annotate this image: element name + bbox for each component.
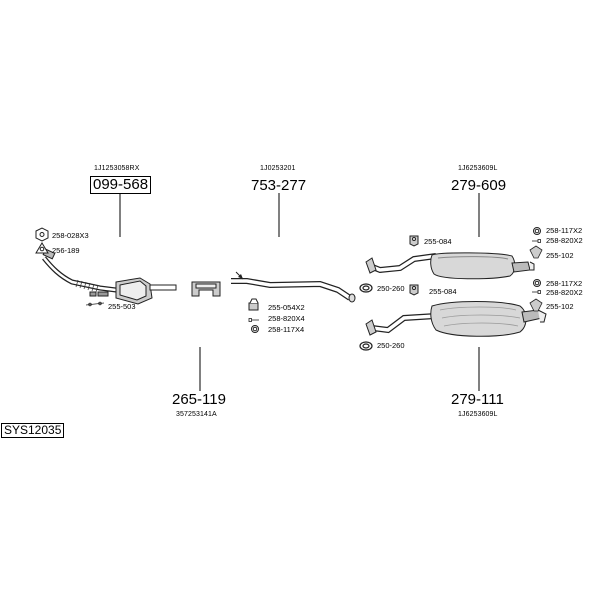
top-ring-left-icon	[359, 283, 373, 293]
rear-silencer-top-drawing	[365, 252, 535, 280]
label-mid-clamp[interactable]: 255-054X2	[268, 303, 305, 312]
oem-number-front-pipe: 357253141A	[176, 411, 217, 418]
top-ring-right-icon	[533, 227, 541, 235]
label-cat-nut[interactable]: 258-028X3	[52, 231, 89, 240]
label-top-ring-left[interactable]: 250-260	[377, 284, 405, 293]
top-hanger-icon	[409, 235, 419, 247]
label-top-clamp-right[interactable]: 255-102	[546, 251, 574, 260]
label-mid-bolt[interactable]: 258-820X4	[268, 314, 305, 323]
top-clamp-right-icon	[529, 245, 543, 259]
top-bolt-right-icon	[532, 239, 541, 243]
rear-silencer-bottom-drawing	[365, 301, 547, 337]
part-number-front-pipe[interactable]: 265-119	[172, 391, 226, 408]
bot-clamp-right-icon	[529, 298, 543, 312]
label-cat-clamp[interactable]: 255-503	[108, 302, 136, 311]
bot-hanger-icon	[409, 284, 419, 296]
mid-bolt-icon	[248, 318, 259, 322]
part-number-middle-pipe[interactable]: 753-277	[251, 177, 307, 194]
part-number-rear-silencer-bottom[interactable]: 279-111	[451, 391, 504, 408]
oem-number-rear-silencer-top: 1J6253609L	[458, 165, 498, 172]
part-number-catalytic[interactable]: 099-568	[90, 176, 152, 194]
bot-ring-right-icon	[533, 279, 541, 287]
gasket-icon	[35, 242, 49, 254]
part-number-rear-silencer-top[interactable]: 279-609	[451, 177, 507, 194]
oem-number-catalytic: 1J1253058RX	[94, 165, 140, 172]
label-top-ring-right[interactable]: 258-117X2	[546, 226, 583, 235]
bot-bolt-right-icon	[532, 290, 541, 294]
label-bot-bolt-right[interactable]: 258-820X2	[546, 288, 583, 297]
cat-clamp-icon	[85, 301, 105, 307]
label-cat-gasket[interactable]: 256-189	[52, 246, 80, 255]
label-top-hanger[interactable]: 255-084	[424, 237, 452, 246]
oem-number-middle-pipe: 1J0253201	[260, 165, 296, 172]
catalytic-converter-drawing	[42, 248, 177, 305]
label-mid-ring[interactable]: 258-117X4	[268, 325, 305, 334]
label-bot-clamp-right[interactable]: 255-102	[546, 302, 574, 311]
middle-pipe-drawing	[231, 271, 356, 303]
mid-clamp-icon	[248, 298, 259, 311]
bot-ring-left-icon	[359, 341, 373, 351]
label-bot-ring-right[interactable]: 258-117X2	[546, 279, 583, 288]
oem-number-rear-silencer-bottom: 1J6253609L	[458, 411, 498, 418]
system-code-label: SYS12035	[1, 423, 65, 438]
connector-clamp-drawing	[191, 281, 221, 297]
nut-icon	[35, 227, 49, 242]
label-bot-ring-left[interactable]: 250-260	[377, 341, 405, 350]
label-top-bolt-right[interactable]: 258-820X2	[546, 236, 583, 245]
mid-ring-icon	[251, 325, 259, 333]
label-bot-hanger[interactable]: 255-084	[429, 287, 457, 296]
